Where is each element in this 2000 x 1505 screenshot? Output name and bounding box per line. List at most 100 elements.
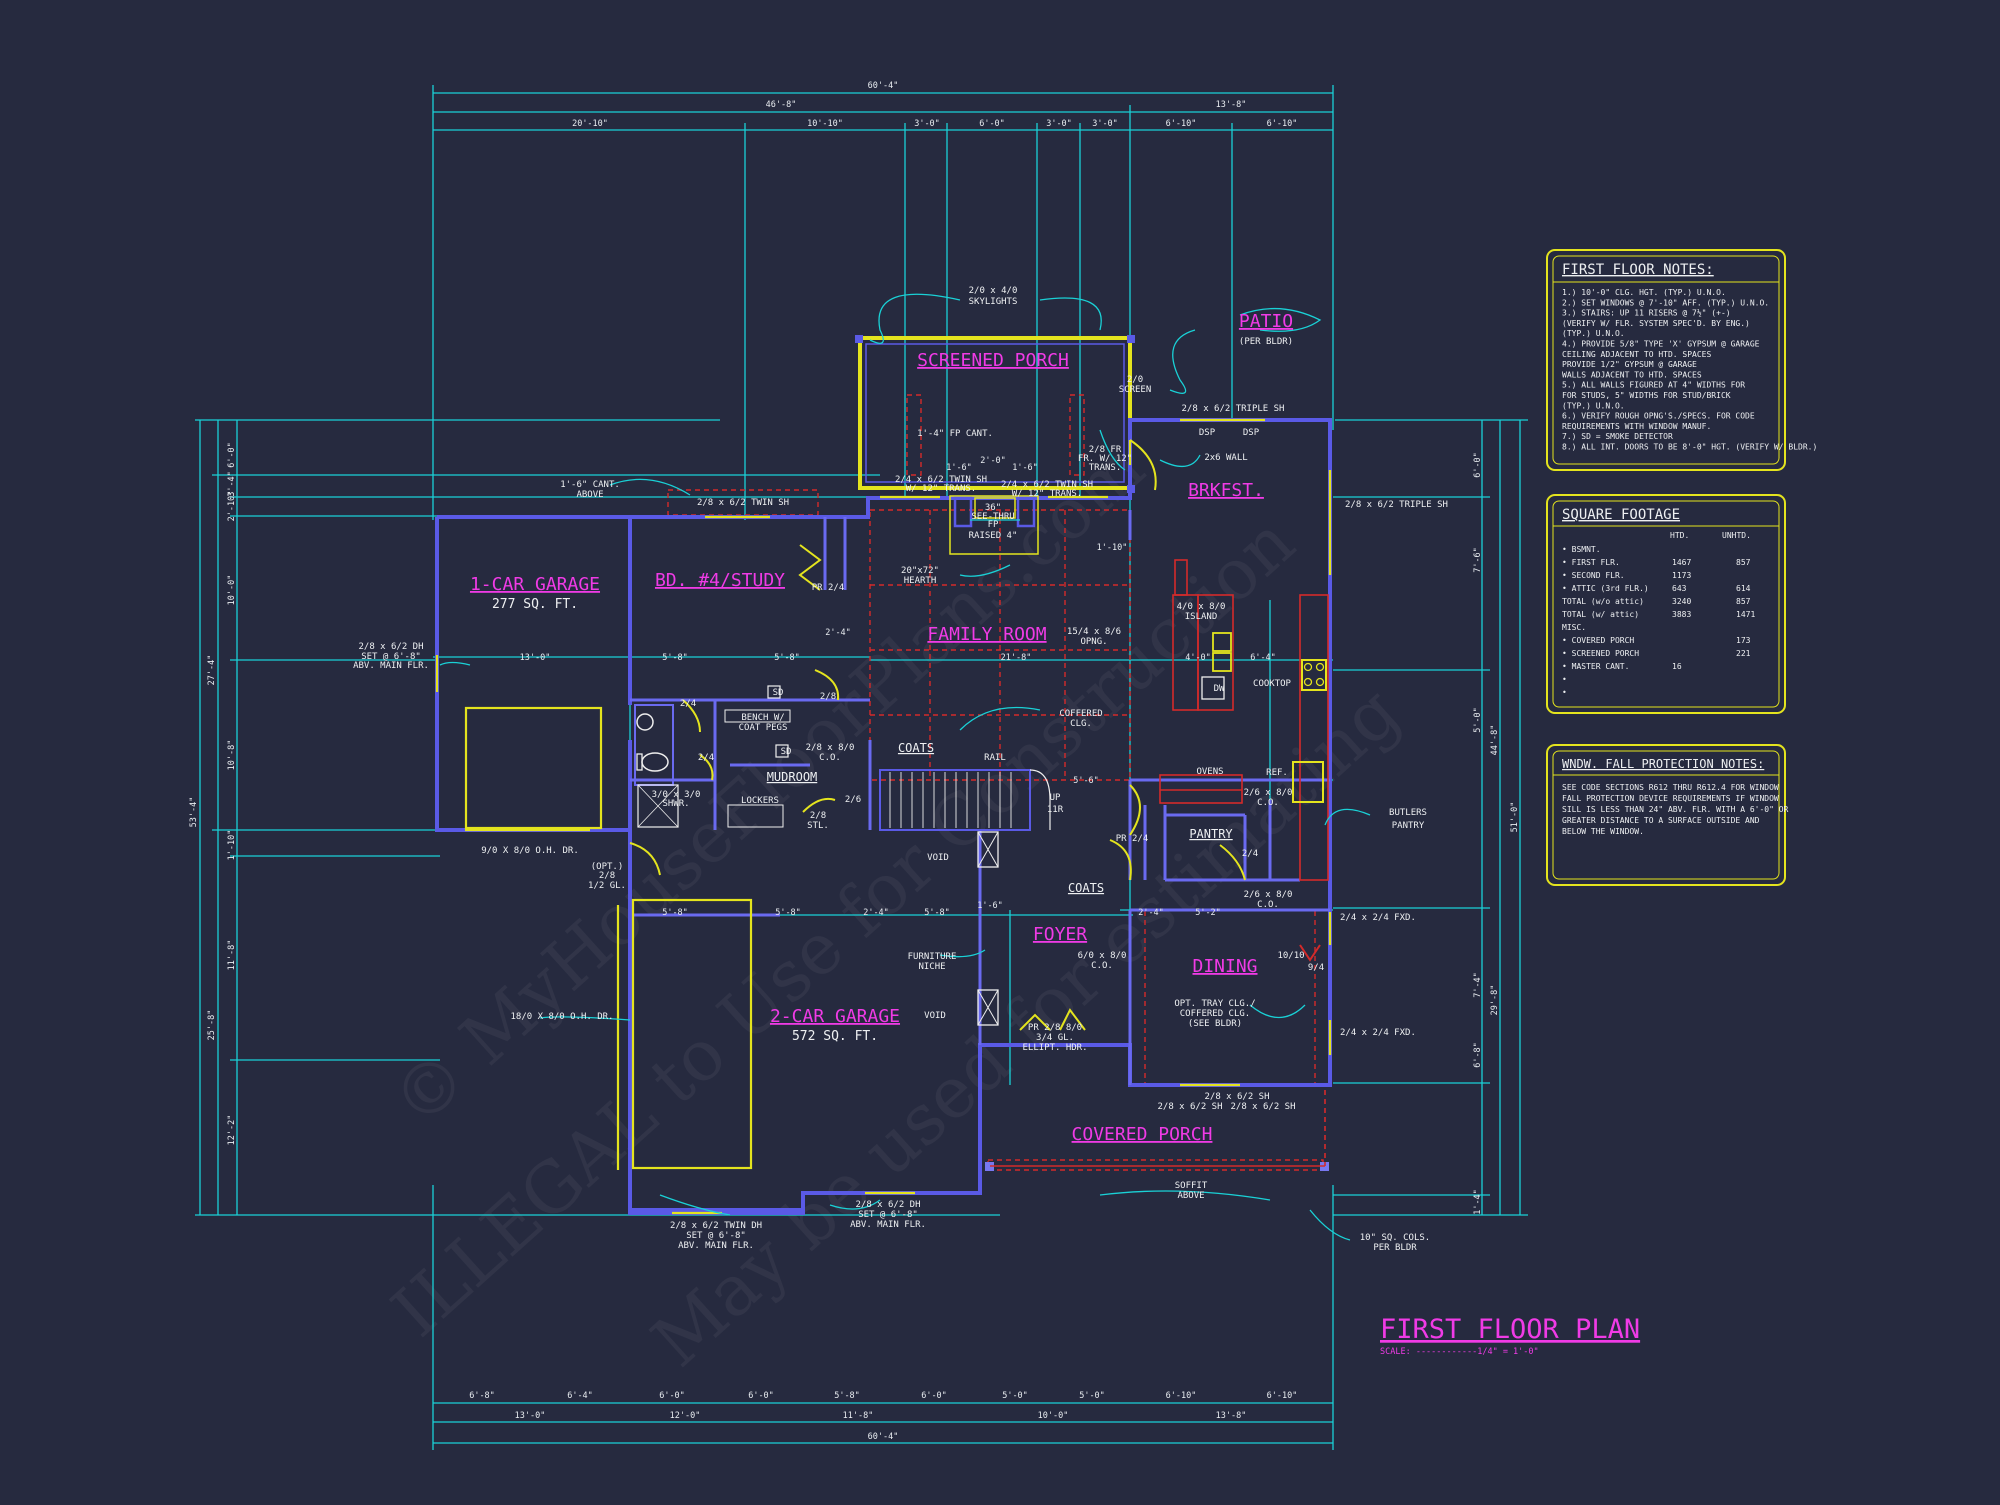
notes-line: (TYP.) U.N.O. [1562,401,1625,410]
room-dining: DINING [1192,956,1257,977]
label-w5-8c: 5'-8" [662,908,688,918]
label-shwr2: SHWR. [662,799,689,809]
label-w2-4: 2'-4" [825,628,851,638]
sqft-row-label: • FIRST FLR. [1562,558,1620,567]
room-garage2-sf: 572 SQ. FT. [792,1029,878,1044]
square-footage-panel: SQUARE FOOTAGE HTD. UNHTD. • BSMNT.• FIR… [1546,494,1786,714]
sqft-row-label: • [1562,675,1567,684]
label-cant-above2: ABOVE [576,490,603,500]
dim-left-tick: 11'-8" [227,940,237,971]
two-car-garage [616,898,982,1215]
dim-top-tick: 20'-10" [572,119,608,129]
dim-left-tick: 10'-8" [227,740,237,771]
room-mudroom: MUDROOM [767,770,818,784]
room-pantry: PANTRY [1189,827,1233,841]
label-w1-6: 1'-6" [946,463,972,473]
right-dimensions: 51'-0" 44'-8" 29'-8" 6'-0"7'-6"5'-0"7'-4… [1333,419,1528,1216]
label-coffered: COFFERED [1059,709,1102,719]
label-d94: 9/4 [1308,963,1324,973]
label-island: 4/0 x 8/0 [1177,602,1226,612]
label-w4-0: 4'-0" [1185,653,1211,663]
label-w2-4b: 2'-4" [1138,908,1164,918]
dim-left-tick: 6'-0" [227,442,237,468]
sqft-row-label: TOTAL (w/o attic) [1562,597,1644,606]
sqft-row-label: MISC. [1562,623,1586,632]
fall-line: GREATER DISTANCE TO A SURFACE OUTSIDE AN… [1562,816,1760,825]
fall-protection-panel: WNDW. FALL PROTECTION NOTES: SEE CODE SE… [1546,744,1789,886]
dim-right-tick: 6'-8" [1473,1042,1483,1068]
covered-porch [985,1090,1329,1171]
label-co-2608-2: 2/6 x 8/0 [1244,890,1293,900]
label-lockers: LOCKERS [741,796,779,806]
label-cant-above: 1'-6" CANT. [560,480,620,490]
label-sh-dining: 2/8 x 6/2 SH [1204,1092,1269,1102]
label-see-thru: 36" [985,503,1001,513]
label-ovens: OVENS [1196,767,1223,777]
label-hearth2: HEARTH [904,576,937,586]
dim-right-group-2: 29'-8" [1490,985,1500,1016]
dim-top-left-block: 46'-8" [766,100,797,110]
label-twin-sh-bd: 2/8 x 6/2 TWIN SH [697,498,789,508]
room-coats-2: COATS [1068,881,1104,895]
label-wall2x6: 2x6 WALL [1204,453,1247,463]
dim-bottom-tick: 6'-0" [921,1391,947,1401]
dim-bottom-tick: 6'-10" [1267,1391,1298,1401]
kitchen [1159,559,1329,881]
label-d26: 2/6 [845,795,861,805]
dim-top-tick: 6'-0" [979,119,1005,129]
label-dh-garage2: SET @ 6'-8" [361,652,421,662]
dim-left-tick: 2'-10" [227,491,237,522]
notes-line: FOR STUDS, 5" WIDTHS FOR STUD/BRICK [1562,391,1731,400]
sqft-row-unhtd: 173 [1736,636,1751,645]
sqft-row-htd: 3240 [1672,597,1691,606]
dim-left-tick: 12'-2" [227,1115,237,1146]
dim-bottom-row1: 6'-8"6'-4"6'-0"6'-0"5'-8"6'-0"5'-0"5'-0"… [469,1391,1297,1401]
dim-right-tick: 5'-0" [1473,707,1483,733]
label-sd2: SD [781,747,792,757]
dim-bottom-tick: 6'-8" [469,1391,495,1401]
dim-right-group-1: 44'-8" [1490,725,1500,756]
label-d24c: 2/4 [1242,849,1258,859]
label-d24: 2/4 [680,699,696,709]
room-foyer: FOYER [1033,924,1087,945]
label-opt-gl3: 1/2 GL. [588,881,626,891]
sqft-row-htd: 643 [1672,584,1687,593]
dim-top-tick: 3'-0" [914,119,940,129]
fall-title: WNDW. FALL PROTECTION NOTES: [1562,757,1764,771]
label-w2-0: 2'-0" [980,456,1006,466]
label-sd1: SD [773,688,784,698]
notes-line: 1.) 10'-0" CLG. HGT. (TYP.) U.N.O. [1562,288,1726,297]
label-pr-2808c: ELLIPT. HDR. [1022,1043,1087,1053]
label-void1: VOID [927,853,949,863]
room-garage2: 2-CAR GARAGE [770,1006,900,1027]
sqft-row-label: • BSMNT. [1562,545,1601,554]
dim-bottom-tick: 12'-0" [670,1411,701,1421]
label-opt-gl2: 2/8 [599,871,615,881]
label-fr-trans2: FR. W/ 12" [1078,454,1132,464]
room-coats-1: COATS [898,741,934,755]
label-w5-8d: 5'-8" [775,908,801,918]
dim-top-tick: 6'-10" [1166,119,1197,129]
dim-left-tick: 3'-4" [227,471,237,497]
sqft-row-label: • COVERED PORCH [1562,636,1634,645]
label-stl2: STL. [807,821,829,831]
sqft-row-label: • SECOND FLR. [1562,571,1625,580]
label-triple-sh-top: 2/8 x 6/2 TRIPLE SH [1182,404,1285,414]
dim-left-tick: 1'-10" [227,830,237,861]
label-twin-sh-l2: W/ 12" TRANS. [906,484,976,494]
label-soffit: SOFFIT [1175,1181,1208,1191]
label-sh-dining3: 2/8 x 6/2 SH [1230,1102,1295,1112]
label-stl: 2/8 [810,811,826,821]
void-shafts [977,831,999,1026]
label-ohdr2: 18/0 X 8/0 O.H. DR. [511,1012,614,1022]
label-skylights: 2/0 x 4/0 [969,286,1018,296]
room-garage1: 1-CAR GARAGE [470,574,600,595]
dim-right-tick: 1'-4" [1473,1189,1483,1215]
dim-bottom-tick: 13'-0" [515,1411,546,1421]
windows [705,418,1332,1087]
room-brkfst: BRKFST. [1188,480,1264,501]
label-skylights2: SKYLIGHTS [969,297,1018,307]
label-bench2: COAT PEGS [739,723,788,733]
sqft-row-htd: 3883 [1672,610,1691,619]
notes-line: 8.) ALL INT. DOORS TO BE 8'-0" HGT. (VER… [1562,443,1817,452]
